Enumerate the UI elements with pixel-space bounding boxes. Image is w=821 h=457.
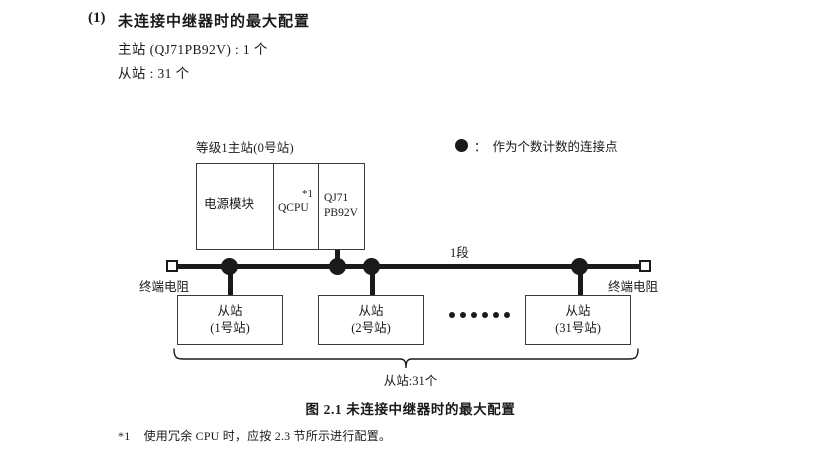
- terminator-left-icon: [166, 260, 178, 272]
- network-module-line1: QJ71: [324, 192, 349, 204]
- terminator-left-label: 终端电阻: [139, 280, 190, 294]
- slave-group-label: 从站:31个: [383, 374, 438, 388]
- footnote-marker: *1: [118, 429, 131, 443]
- slave-31-drop-line: [578, 266, 583, 296]
- bus-line: [172, 264, 646, 269]
- slave-station-box: 从站 (1号站): [177, 295, 283, 345]
- footnote-text: 使用冗余 CPU 时，应按 2.3 节所示进行配置。: [143, 429, 392, 443]
- power-supply-module-cell: 电源模块: [196, 163, 274, 250]
- filled-circle-icon: [455, 139, 468, 152]
- slave-station-title: 从站: [217, 304, 243, 318]
- connection-point-slave-31: [571, 258, 588, 275]
- slave-station-number: (2号站): [351, 321, 391, 335]
- spec-master-count: 主站 (QJ71PB92V) : 1 个: [118, 42, 268, 57]
- slave-station-box: 从站 (2号站): [318, 295, 424, 345]
- terminator-right-icon: [639, 260, 651, 272]
- slave-2-drop-line: [370, 266, 375, 296]
- cpu-footnote-marker: *1: [302, 188, 313, 200]
- connection-point-master: [329, 258, 346, 275]
- cpu-module-cell: QCPU *1: [274, 163, 319, 250]
- segment-label: 1段: [450, 246, 469, 260]
- power-supply-module-label: 电源模块: [204, 197, 255, 211]
- network-module-label: QJ71 PB92V: [324, 191, 358, 221]
- slave-station-number: (31号站): [555, 321, 601, 335]
- slave-station-box: 从站 (31号站): [525, 295, 631, 345]
- ellipsis-icon: [449, 312, 510, 318]
- footnote: *1 使用冗余 CPU 时，应按 2.3 节所示进行配置。: [118, 427, 391, 444]
- figure-caption: 图 2.1 未连接中继器时的最大配置: [305, 402, 516, 417]
- connection-point-slave-1: [221, 258, 238, 275]
- slave-station-number: (1号站): [210, 321, 250, 335]
- slave-group-brace: [173, 348, 639, 369]
- legend-label: 作为个数计数的连接点: [492, 140, 618, 154]
- heading-number: (1): [88, 10, 106, 26]
- network-module-line2: PB92V: [324, 207, 358, 219]
- legend-colon: ：: [474, 140, 487, 154]
- legend: ： 作为个数计数的连接点: [455, 136, 618, 155]
- master-station-label: 等级1主站(0号站): [196, 141, 294, 155]
- slave-1-drop-line: [228, 266, 233, 296]
- connection-point-slave-2: [363, 258, 380, 275]
- page-title: 未连接中继器时的最大配置: [118, 14, 311, 30]
- slave-station-title: 从站: [358, 304, 384, 318]
- spec-slave-count: 从站 : 31 个: [118, 66, 190, 81]
- terminator-right-label: 终端电阻: [608, 280, 659, 294]
- network-module-cell: QJ71 PB92V: [319, 163, 365, 250]
- slave-station-title: 从站: [565, 304, 591, 318]
- master-station-box: [196, 163, 365, 250]
- cpu-module-label: QCPU: [278, 202, 309, 214]
